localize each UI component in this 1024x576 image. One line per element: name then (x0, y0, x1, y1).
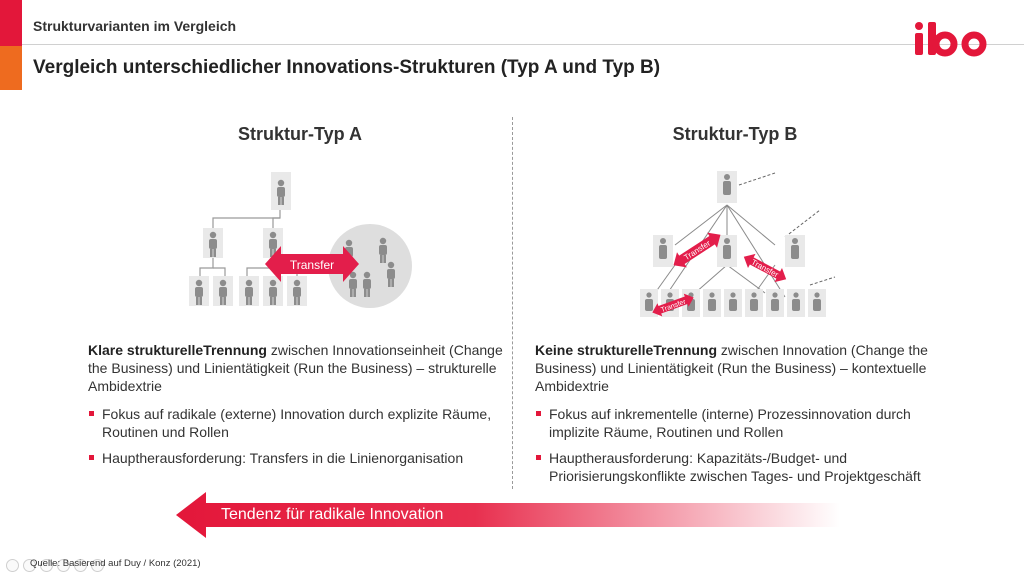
trend-label: Tendenz für radikale Innovation (221, 506, 444, 523)
type-a-lead: Klare strukturelleTrennung zwischen Inno… (88, 342, 503, 394)
type-a-title: Struktur-Typ A (238, 124, 362, 144)
page-title: Vergleich unterschiedlicher Innovations-… (33, 57, 661, 78)
type-a-structure-diagram: Transfer (189, 172, 412, 308)
slide-control-icon[interactable] (91, 559, 104, 572)
source-note: Quelle: Basierend auf Duy / Konz (2021) (30, 558, 201, 569)
ibo-logo: ibo (915, 22, 987, 57)
slide-control-icon[interactable] (40, 559, 53, 572)
trend-arrow (176, 492, 840, 538)
slide-control-icon[interactable] (74, 559, 87, 572)
svg-text:Transfer: Transfer (682, 238, 712, 262)
accent-bar-red (0, 0, 22, 46)
type-b-description: Keine strukturelleTrennung zwischen Inno… (535, 341, 965, 493)
transfer-arrow-1: Transfer (673, 232, 721, 268)
type-b-title: Struktur-Typ B (672, 124, 798, 144)
transfer-arrow: Transfer (265, 246, 359, 282)
top-person (271, 172, 291, 210)
type-a-bullets: Fokus auf radikale (externe) Innovation … (88, 405, 503, 467)
type-a-description: Klare strukturelleTrennung zwischen Inno… (88, 341, 503, 475)
svg-text:Transfer: Transfer (750, 258, 781, 280)
column-divider (512, 117, 513, 489)
slide-control-icon[interactable] (6, 559, 19, 572)
list-item: Hauptherausforderung: Kapazitäts-/Budget… (535, 449, 965, 485)
header-divider (22, 44, 1024, 45)
section-supertitle: Strukturvarianten im Vergleich (33, 18, 237, 34)
type-b-bullets: Fokus auf inkrementelle (interne) Prozes… (535, 405, 965, 485)
transfer-arrow-2: Transfer (743, 253, 787, 283)
transfer-label: Transfer (290, 258, 334, 272)
type-b-lead: Keine strukturelleTrennung zwischen Inno… (535, 342, 928, 394)
type-b-structure-diagram: Transfer Transfer Transfer (640, 171, 836, 317)
list-item: Hauptherausforderung: Transfers in die L… (88, 449, 503, 467)
accent-bar-orange (0, 46, 22, 90)
list-item: Fokus auf radikale (externe) Innovation … (88, 405, 503, 441)
list-item: Fokus auf inkrementelle (interne) Prozes… (535, 405, 965, 441)
slide-control-icon[interactable] (57, 559, 70, 572)
slide-control-icon[interactable] (23, 559, 36, 572)
slide-controls[interactable] (6, 559, 136, 572)
